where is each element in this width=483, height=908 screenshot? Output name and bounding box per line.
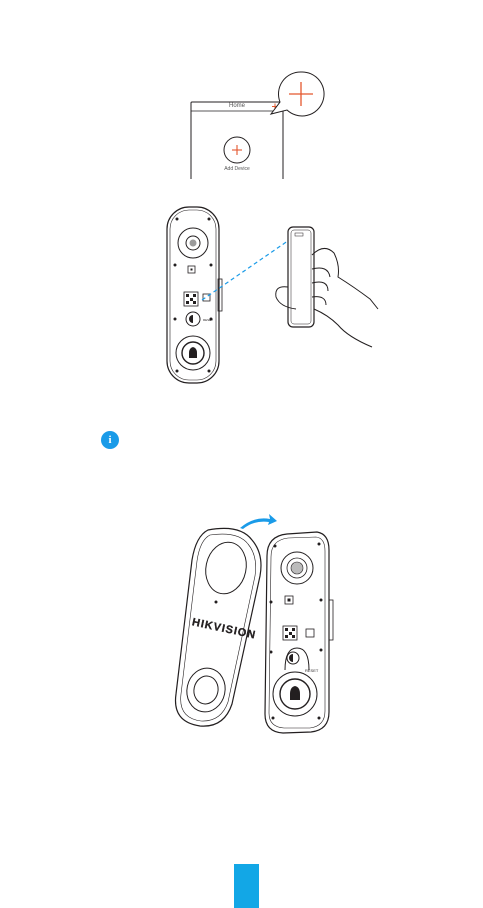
svg-text:RESET: RESET: [305, 668, 319, 673]
page-tab-marker: [234, 864, 259, 908]
add-device-label: Add Device: [190, 166, 284, 172]
info-icon: i: [101, 431, 119, 449]
doorbell-body-illustration: RESET: [259, 530, 339, 735]
front-cover-illustration: HIKVISION: [168, 526, 270, 731]
hand-holding-phone: [268, 225, 388, 350]
svg-text:RESET: RESET: [203, 318, 213, 322]
plus-callout: [263, 68, 333, 120]
